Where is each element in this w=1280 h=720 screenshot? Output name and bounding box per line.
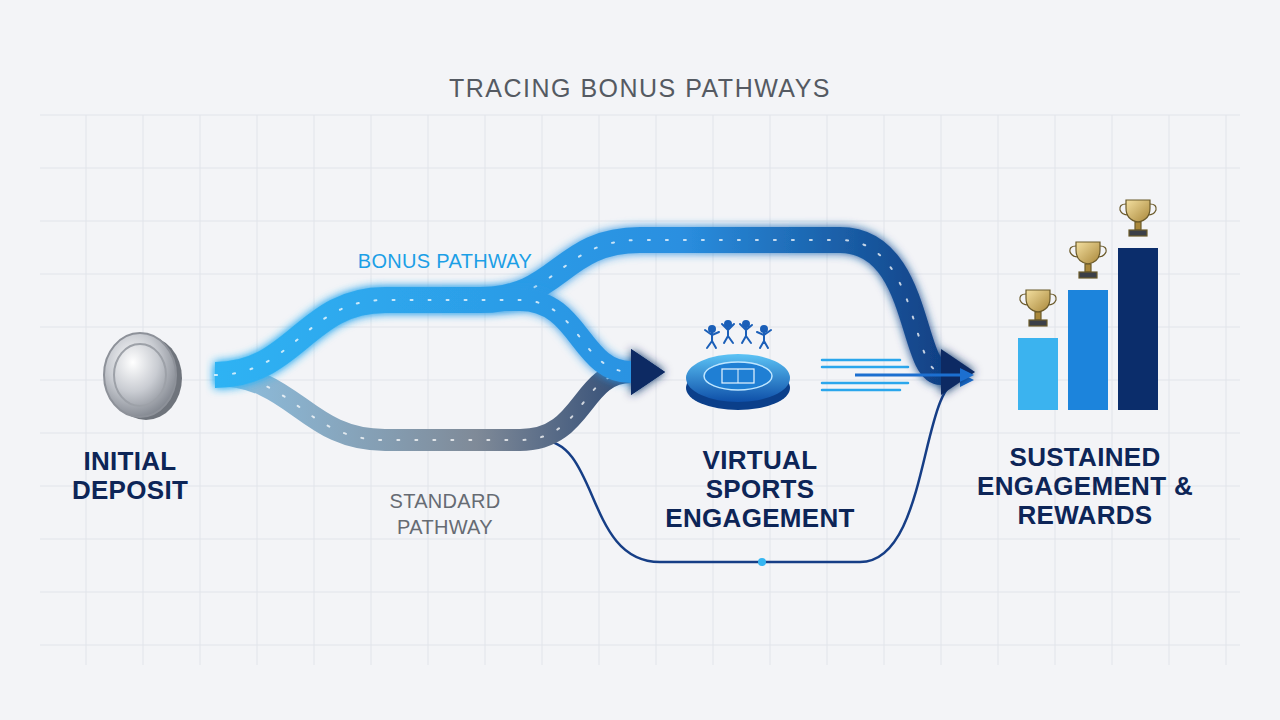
pathway-label: STANDARD PATHWAY — [365, 488, 525, 540]
decor-rect — [1085, 264, 1091, 272]
decor-path — [1020, 294, 1056, 305]
pathway-sparkle — [215, 300, 631, 375]
stage-node: INITIAL DEPOSIT — [45, 325, 215, 505]
pathway-connector — [855, 375, 961, 376]
decor-rect — [1129, 230, 1147, 236]
reward-bars — [1018, 248, 1158, 410]
trophies — [1020, 200, 1156, 326]
decor-path — [1026, 290, 1050, 312]
coin-icon — [104, 333, 182, 420]
diagram-title: TRACING BONUS PATHWAYS — [0, 74, 1280, 103]
decor-ellipse — [704, 362, 772, 390]
decor-rect — [1029, 320, 1047, 326]
stage-node: VIRTUAL SPORTS ENGAGEMENT — [665, 318, 855, 533]
decor-path — [738, 369, 739, 383]
pathway-sparkle — [215, 372, 631, 440]
decor-path — [705, 330, 719, 348]
pathway-dot — [758, 558, 766, 566]
pathway-band — [855, 374, 961, 377]
decor-rect — [1135, 222, 1141, 230]
node-label: VIRTUAL SPORTS ENGAGEMENT — [665, 446, 855, 533]
pathway-band — [215, 240, 941, 375]
node-label: INITIAL DEPOSIT — [45, 447, 215, 505]
node-label: SUSTAINED ENGAGEMENT & REWARDS — [975, 443, 1195, 530]
pathway-label: BONUS PATHWAY — [315, 248, 575, 274]
stage-node: SUSTAINED ENGAGEMENT & REWARDS — [975, 280, 1195, 530]
decor-path — [722, 324, 734, 343]
decor-rect — [1068, 290, 1108, 410]
decor-rect — [1079, 272, 1097, 278]
decor-path — [1126, 200, 1150, 222]
pathway-connector — [215, 372, 631, 440]
decor-rect — [1035, 312, 1041, 320]
decor-rect — [1118, 248, 1158, 410]
grid — [40, 115, 1240, 665]
decor-g — [705, 321, 771, 348]
decor-rect — [1018, 338, 1058, 410]
decor-path — [1070, 246, 1106, 257]
decor-path — [40, 115, 1240, 645]
stadium-icon — [686, 321, 790, 410]
decor-path — [740, 324, 752, 343]
decor-ellipse — [114, 344, 166, 406]
decor-path — [1076, 242, 1100, 264]
pathway-connector — [215, 240, 941, 375]
pathway-connector — [215, 300, 631, 375]
decor-path — [757, 330, 771, 348]
pathway-band — [215, 300, 631, 375]
decor-path — [1120, 204, 1156, 215]
pathway-band — [215, 372, 631, 440]
decor-path — [86, 115, 1226, 665]
decor-rect — [722, 369, 754, 383]
decor-ellipse — [686, 354, 790, 402]
pathway-sparkle — [215, 240, 941, 375]
decor-ellipse — [104, 333, 176, 417]
